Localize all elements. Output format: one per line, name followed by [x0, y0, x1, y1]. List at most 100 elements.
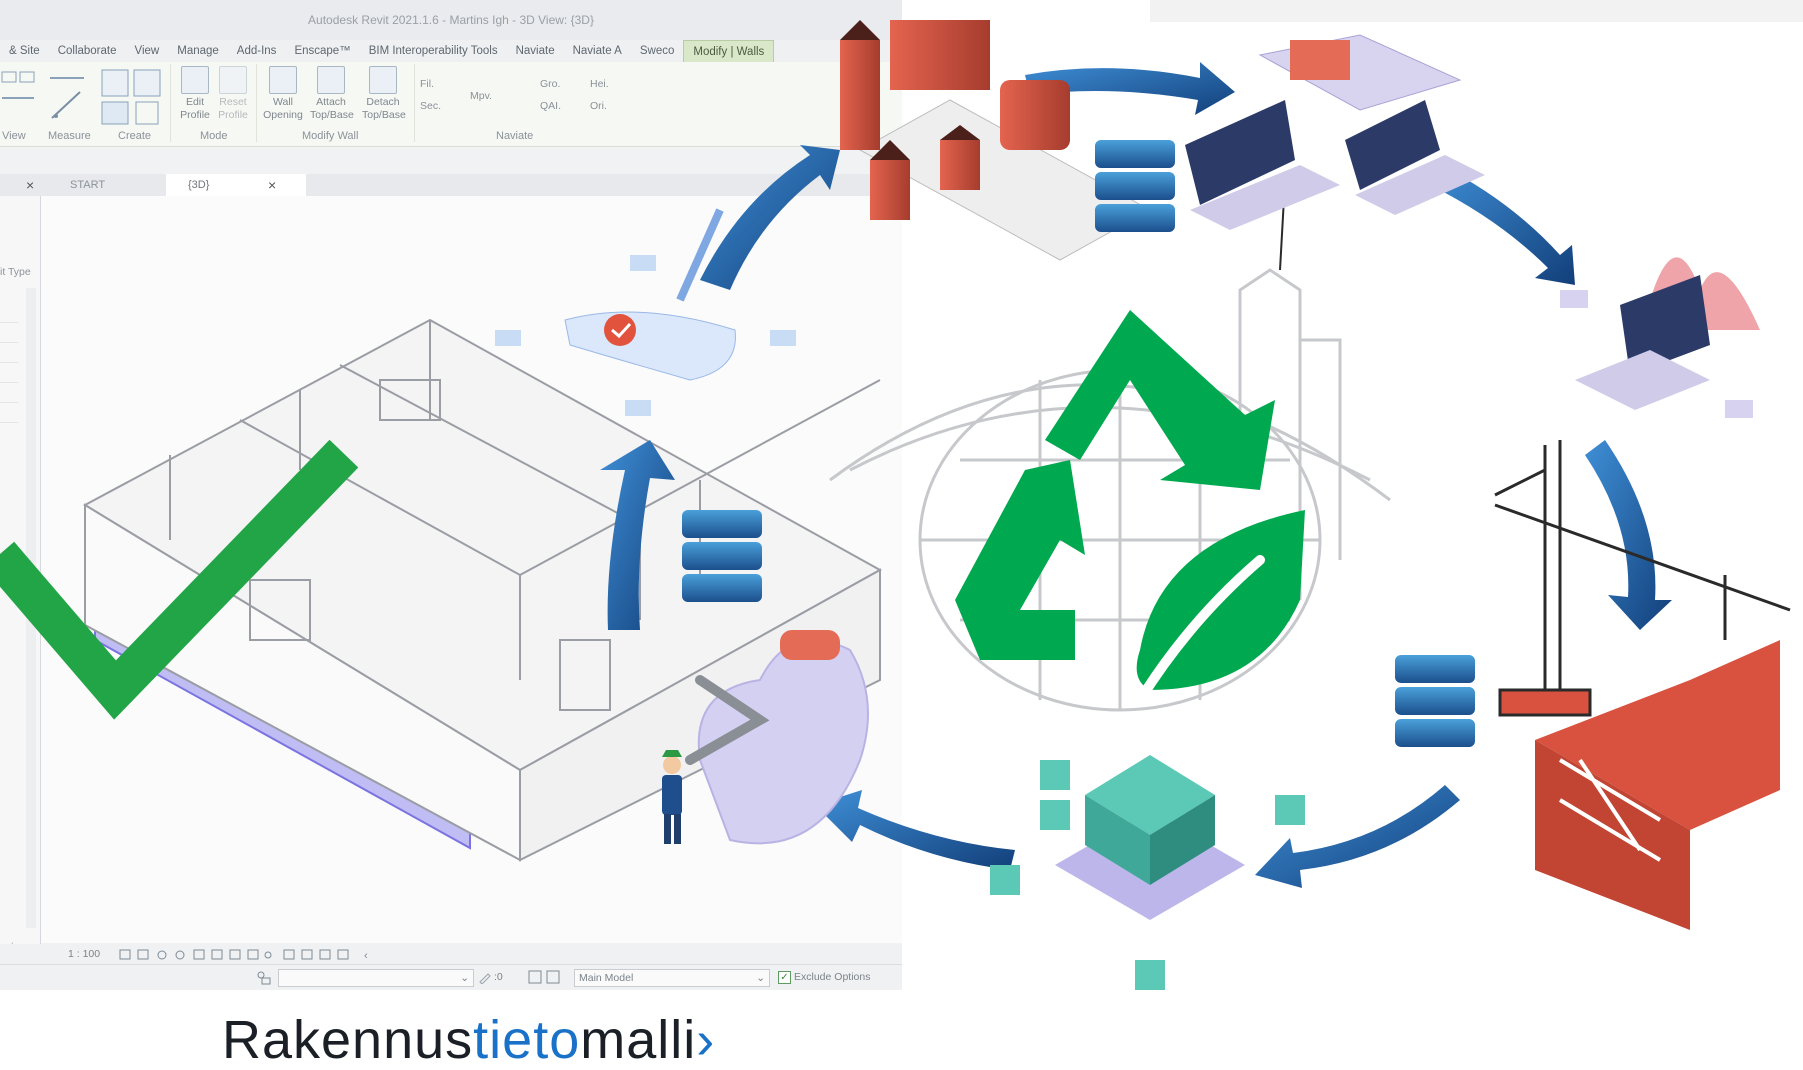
tab-previous[interactable]: × — [0, 174, 52, 196]
data-cubes-icon — [990, 755, 1305, 990]
exclude-options-checkbox[interactable]: ✓ — [778, 971, 791, 984]
exclude-options-label: Exclude Options — [794, 971, 871, 983]
view-control-icons[interactable]: ‹ — [118, 948, 408, 962]
tab-sweco[interactable]: Sweco — [639, 45, 675, 57]
workset-dropdown[interactable]: ⌄ — [278, 969, 474, 987]
arrow-bottom-right-icon — [1255, 785, 1460, 888]
design-option-dropdown[interactable]: Main Model ⌄ — [574, 969, 770, 987]
cycle-arrows — [600, 62, 1672, 888]
wall-opening-label: Wall Opening — [263, 96, 303, 121]
worker-icon — [662, 750, 682, 844]
detach-top-base-button[interactable]: Detach Top/Base — [362, 66, 406, 122]
tab-site[interactable]: & Site — [9, 45, 40, 57]
recycle-leaf-icon — [955, 310, 1305, 705]
caption-part-1: Rakennus — [222, 1010, 474, 1070]
property-row[interactable] — [0, 384, 18, 403]
chevron-right-icon[interactable]: › — [696, 1010, 716, 1070]
ribbon-tab-bar: & Site Collaborate View Manage Add-Ins E… — [0, 39, 902, 63]
view-tools-icon[interactable] — [0, 68, 40, 124]
tab-start[interactable]: START — [48, 174, 180, 196]
property-row[interactable] — [0, 304, 18, 323]
tab-3d-label: {3D} — [188, 179, 210, 191]
section-tool[interactable]: Sec. — [420, 100, 442, 112]
laptops-icon — [1185, 34, 1485, 230]
globe-city-icon — [829, 179, 1391, 712]
building-under-construction-icon — [1535, 640, 1780, 930]
arrow-right-icon — [1585, 440, 1672, 630]
tab-naviate-a[interactable]: Naviate A — [572, 45, 622, 57]
group-label-measure: Measure — [48, 130, 91, 142]
worksets-icon[interactable] — [256, 970, 272, 986]
detach-icon — [369, 66, 397, 94]
type-label: it Type — [0, 266, 31, 278]
ribbon-separator — [414, 64, 415, 142]
tab-naviate[interactable]: Naviate — [515, 45, 555, 57]
view-tab-bar: × START {3D} × — [0, 174, 902, 196]
editable-only-icon[interactable] — [478, 970, 492, 984]
reset-profile-icon — [219, 66, 247, 94]
edit-profile-button[interactable]: Edit Profile — [174, 66, 216, 122]
caption-building-information-model: Rakennustietomalli› — [222, 1010, 715, 1070]
group-label-naviate: Naviate — [496, 130, 534, 142]
create-tools-icon[interactable] — [98, 66, 168, 130]
property-row[interactable] — [0, 344, 18, 363]
tab-view[interactable]: View — [134, 45, 160, 57]
attach-top-base-button[interactable]: Attach Top/Base — [310, 66, 354, 122]
window-title: Autodesk Revit 2021.1.6 - Martins Igh - … — [0, 0, 902, 40]
edit-profile-label: Edit Profile — [180, 96, 210, 121]
measure-icon[interactable] — [44, 68, 94, 128]
group-label-create: Create — [118, 130, 152, 142]
group-tool[interactable]: Gro. — [540, 78, 561, 90]
svg-text:‹: ‹ — [364, 950, 368, 962]
orientation-tool[interactable]: Ori. — [590, 100, 607, 112]
close-icon[interactable]: × — [268, 177, 277, 193]
tab-start-label: START — [70, 179, 106, 191]
main-model-label: Main Model — [579, 972, 634, 984]
mpv-tool[interactable]: Mpv. — [470, 90, 492, 102]
server-stack-icon — [1395, 655, 1475, 747]
height-tool[interactable]: Hei. — [590, 78, 609, 90]
design-options-icons[interactable] — [528, 970, 562, 984]
filter-tool[interactable]: Fil. — [420, 78, 434, 90]
data-verification-icon — [495, 208, 796, 416]
property-row[interactable] — [0, 324, 18, 343]
tab-collaborate[interactable]: Collaborate — [57, 45, 117, 57]
chevron-down-icon: ⌄ — [756, 972, 765, 984]
construction-crane-icon — [1494, 440, 1791, 717]
city-buildings-icon — [840, 20, 1152, 261]
close-icon[interactable]: × — [26, 177, 35, 193]
tab-add-ins[interactable]: Add-Ins — [236, 45, 277, 57]
wall-opening-button[interactable]: Wall Opening — [262, 66, 304, 122]
group-label-mode: Mode — [200, 130, 228, 142]
reset-profile-button[interactable]: Reset Profile — [212, 66, 254, 122]
cloud-repair-icon — [685, 630, 869, 845]
scale-readout[interactable]: 1 : 100 — [68, 948, 101, 960]
property-row[interactable] — [0, 364, 18, 383]
ribbon-separator — [256, 64, 257, 142]
ribbon-panel: Edit Profile Reset Profile Wall Opening … — [0, 62, 902, 147]
server-stack-icon — [1095, 140, 1175, 232]
check-mark-icon — [0, 439, 359, 720]
analytics-laptop-icon — [1560, 257, 1760, 418]
attach-label: Attach Top/Base — [310, 96, 354, 121]
qai-tool[interactable]: QAI. — [540, 100, 562, 112]
reset-profile-label: Reset Profile — [218, 96, 248, 121]
group-label-modify-wall: Modify Wall — [302, 130, 359, 142]
arrow-bottom-left-icon — [815, 790, 1015, 870]
property-row[interactable] — [0, 404, 18, 423]
tab-modify-walls[interactable]: Modify | Walls — [683, 39, 775, 63]
ribbon-separator — [170, 64, 171, 142]
chevron-down-icon: ⌄ — [460, 972, 469, 984]
wall-opening-icon — [269, 66, 297, 94]
selection-count: :0 — [494, 971, 503, 983]
tab-bim-interoperability[interactable]: BIM Interoperability Tools — [368, 45, 498, 57]
arrow-top-icon — [1025, 62, 1235, 115]
tab-manage[interactable]: Manage — [177, 45, 219, 57]
detach-label: Detach Top/Base — [362, 96, 406, 121]
arrow-top-right-icon — [1430, 165, 1575, 285]
arrow-top-left-icon — [700, 145, 840, 290]
caption-part-highlight: tieto — [473, 1010, 581, 1070]
tab-enscape[interactable]: Enscape™ — [294, 45, 351, 57]
edit-profile-icon — [181, 66, 209, 94]
tab-3d[interactable]: {3D} × — [166, 174, 306, 196]
